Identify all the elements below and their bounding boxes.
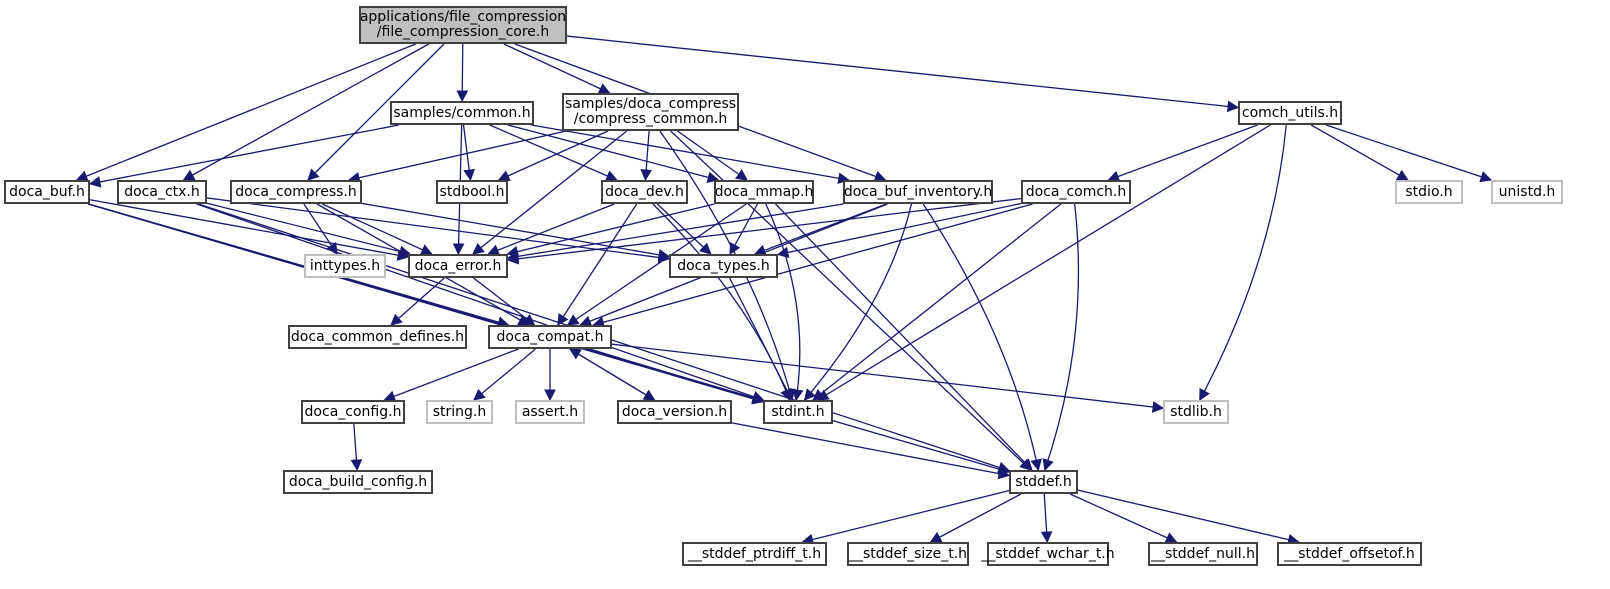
edge-samples-common-to-stdbool (462, 124, 475, 182)
edge-doca-comch-to-doca-error (506, 197, 1022, 265)
edge-stddef-to-stddef-wchar (1040, 493, 1053, 544)
edge-doca-dev-to-stdint (652, 203, 792, 402)
node-doca-common-defines[interactable]: doca_common_defines.h (288, 325, 467, 349)
node-doca-build-config[interactable]: doca_build_config.h (283, 470, 433, 494)
edge-stddef-to-stddef-size (929, 493, 1022, 543)
edge-compress-common-to-doca-error (472, 130, 628, 255)
edge-doca-types-to-stdint (729, 277, 793, 402)
edge-root-to-compress-common (503, 43, 611, 94)
node-assert: assert.h (515, 400, 585, 424)
node-stdint[interactable]: stdint.h (763, 400, 833, 424)
edge-doca-dev-to-doca-compat (557, 203, 638, 326)
edge-comch-utils-to-stdint (816, 124, 1271, 401)
edge-doca-mmap-to-doca-error (506, 203, 715, 258)
node-comch-utils[interactable]: comch_utils.h (1238, 101, 1342, 125)
node-stddef-offsetof[interactable]: __stddef_offsetof.h (1277, 542, 1422, 566)
node-stddef-null[interactable]: __stddef_null.h (1148, 542, 1258, 566)
edge-doca-version-to-doca-compat (568, 348, 655, 401)
edge-doca-ctx-to-doca-error (206, 202, 412, 258)
edge-compress-common-to-doca-mmap (677, 130, 748, 181)
edge-root-to-doca-buf (75, 43, 416, 182)
edge-doca-buf-inventory-to-stdint (803, 203, 913, 401)
edge-stddef-to-stddef-offsetof (1077, 489, 1300, 546)
node-stddef-size[interactable]: __stddef_size_t.h (847, 542, 969, 566)
edge-doca-compat-to-string (473, 348, 536, 401)
edge-doca-version-to-stddef (731, 422, 1011, 480)
node-stddef[interactable]: stddef.h (1009, 470, 1078, 494)
edge-stddef-to-stddef-null (1069, 493, 1178, 543)
node-doca-buf[interactable]: doca_buf.h (4, 180, 90, 204)
edge-root-to-doca-compress (307, 43, 445, 181)
edge-comch-utils-to-doca-comch (1107, 124, 1258, 182)
node-inttypes: inttypes.h (304, 254, 386, 278)
edge-doca-mmap-to-stddef (775, 203, 1033, 471)
edge-samples-common-to-doca-mmap (507, 124, 720, 183)
edge-comch-utils-to-unistd (1325, 124, 1493, 183)
edge-root-to-comch-utils (566, 35, 1240, 113)
edge-doca-comch-to-doca-compat (592, 203, 1033, 328)
edge-doca-compress-to-inttypes (303, 203, 338, 255)
edge-doca-comch-to-doca-types (776, 202, 1022, 259)
edge-comch-utils-to-stdio (1310, 124, 1409, 181)
edge-samples-common-to-doca-buf (88, 124, 400, 188)
node-stdlib: stdlib.h (1163, 400, 1229, 424)
edge-doca-compat-to-stdint (589, 348, 765, 404)
node-doca-config[interactable]: doca_config.h (301, 400, 405, 424)
edge-stddef-to-stddef-ptrdiff (801, 489, 1010, 546)
node-doca-dev[interactable]: doca_dev.h (601, 180, 688, 204)
edge-compress-common-to-doca-compress (348, 130, 567, 184)
node-root: applications/file_compression /file_comp… (359, 6, 567, 44)
node-stdbool[interactable]: stdbool.h (436, 180, 508, 204)
edge-doca-compress-to-doca-error (321, 203, 433, 255)
edge-samples-common-to-doca-buf-inventory (531, 124, 850, 184)
node-string: string.h (426, 400, 493, 424)
edge-root-to-samples-common (456, 43, 469, 103)
node-compress-common[interactable]: samples/doca_compress /compress_common.h (562, 93, 739, 131)
node-doca-mmap[interactable]: doca_mmap.h (714, 180, 814, 204)
edge-samples-common-to-doca-dev (489, 124, 618, 182)
edge-doca-ctx-to-stdint (196, 203, 765, 403)
node-doca-compat[interactable]: doca_compat.h (488, 325, 612, 349)
node-unistd: unistd.h (1491, 180, 1563, 204)
node-doca-error[interactable]: doca_error.h (408, 254, 508, 278)
node-doca-types[interactable]: doca_types.h (669, 254, 778, 278)
edge-root-to-doca-ctx (182, 43, 430, 181)
edge-compress-common-to-stdbool (497, 130, 609, 182)
edge-doca-compat-to-stdlib (611, 343, 1165, 413)
node-doca-ctx[interactable]: doca_ctx.h (117, 180, 207, 204)
edge-doca-dev-to-doca-error (487, 203, 615, 256)
node-stddef-ptrdiff[interactable]: __stddef_ptrdiff_t.h (682, 542, 827, 566)
edge-doca-error-to-doca-compat (473, 277, 536, 326)
edge-doca-buf-inventory-to-stddef (922, 203, 1042, 472)
edge-compress-common-to-stddef (670, 130, 1032, 471)
node-doca-compress[interactable]: doca_compress.h (230, 180, 362, 204)
edge-doca-mmap-to-doca-types (729, 203, 759, 256)
edge-doca-comch-to-stdint (812, 203, 1062, 401)
edge-doca-comch-to-stddef (1042, 203, 1080, 472)
node-doca-comch[interactable]: doca_comch.h (1021, 180, 1131, 204)
node-doca-buf-inventory[interactable]: doca_buf_inventory.h (843, 180, 993, 204)
edge-doca-error-to-doca-common-defines (390, 277, 445, 326)
edge-doca-config-to-doca-build-config (350, 423, 363, 472)
edge-doca-mmap-to-doca-compat (566, 203, 747, 326)
node-stdio: stdio.h (1395, 180, 1463, 204)
edge-doca-buf-to-doca-error (89, 199, 410, 261)
edge-doca-compress-to-doca-types (361, 202, 671, 261)
node-samples-common[interactable]: samples/common.h (390, 101, 534, 125)
edge-comch-utils-to-stdlib (1199, 124, 1287, 402)
edge-doca-compat-to-doca-config (383, 348, 519, 402)
edge-doca-buf-inventory-to-doca-error (506, 203, 844, 263)
edge-compress-common-to-doca-dev (640, 130, 653, 182)
node-stddef-wchar[interactable]: __stddef_wchar_t.h (981, 542, 1115, 566)
node-doca-version[interactable]: doca_version.h (617, 400, 732, 424)
